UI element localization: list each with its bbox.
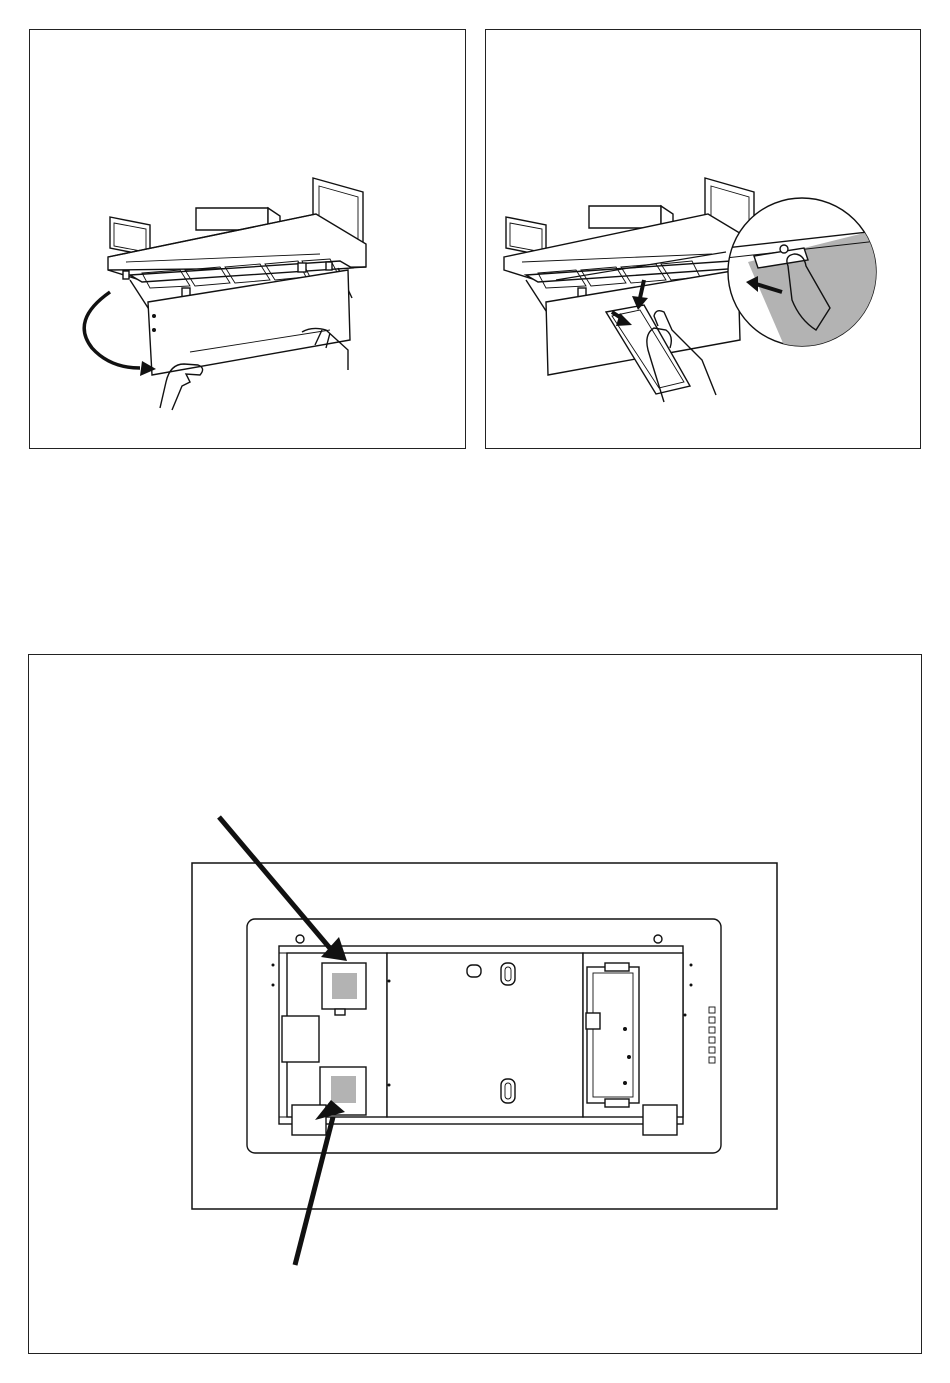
illustration-panel-remove-filter [485, 29, 921, 449]
filter-removal-illustration [486, 30, 922, 450]
illustration-panel-underside [28, 654, 922, 1354]
hood-open-illustration [30, 30, 467, 450]
hood-underside-illustration [29, 655, 923, 1355]
hood-underside-icon [192, 863, 777, 1209]
illustration-panel-open-hood [29, 29, 466, 449]
